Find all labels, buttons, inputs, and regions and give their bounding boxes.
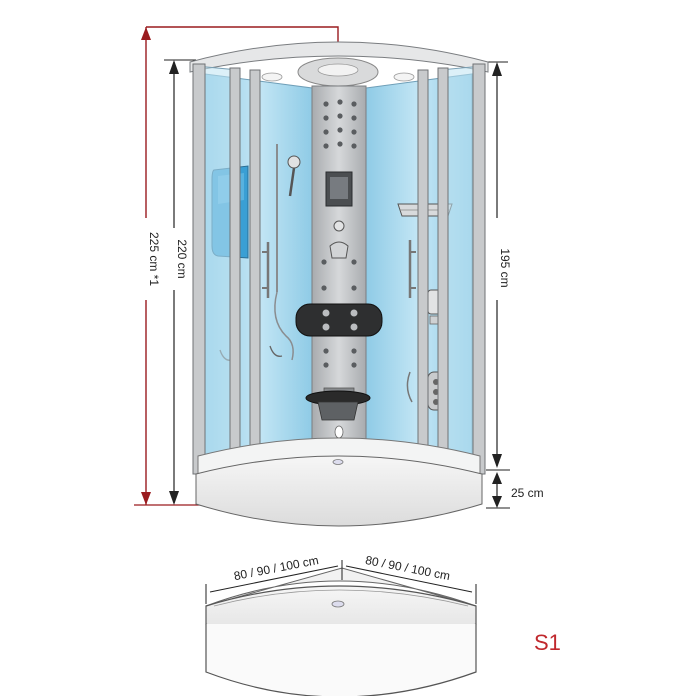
tray-top-view: 80 / 90 / 100 cm 80 / 90 / 100 cm: [205, 553, 477, 696]
knob-icon: [333, 220, 345, 232]
hand-shower-icon: [287, 155, 301, 169]
arrow-down-icon: [492, 496, 502, 508]
arrow-down-icon: [169, 491, 179, 505]
arrow-up-icon: [141, 27, 151, 40]
shower-tray: [195, 455, 483, 527]
drain-icon: [332, 459, 344, 465]
arrow-up-icon: [492, 62, 502, 76]
total-height-label: 225 cm *1: [147, 232, 161, 286]
cabin-height-label: 220 cm: [175, 239, 189, 278]
body-jets: [323, 99, 357, 149]
arrow-up-icon: [169, 60, 179, 74]
tray-height-dimension: 25 cm: [486, 472, 544, 509]
speaker-icon: [393, 72, 415, 82]
total-height-dimension: 225 cm *1: [134, 26, 339, 506]
arrow-up-icon: [492, 472, 502, 484]
drain-icon: [334, 425, 344, 439]
mixer-tap-icon: [329, 241, 349, 259]
drain-icon: [331, 600, 345, 608]
back-rest: [295, 303, 383, 337]
door-height-dimension: 195 cm: [486, 61, 512, 471]
cabin-height-dimension: 220 cm: [164, 59, 196, 505]
frame-posts: [192, 63, 486, 487]
shower-cabin: [189, 41, 489, 527]
speaker-icon: [261, 72, 283, 82]
massage-jets: [322, 309, 358, 331]
arrow-down-icon: [141, 492, 151, 505]
arrow-down-icon: [492, 454, 502, 468]
tray-height-label: 25 cm: [511, 486, 544, 500]
door-height-label: 195 cm: [498, 248, 512, 287]
shower-hose: [274, 291, 294, 361]
model-label: S1: [534, 630, 561, 655]
